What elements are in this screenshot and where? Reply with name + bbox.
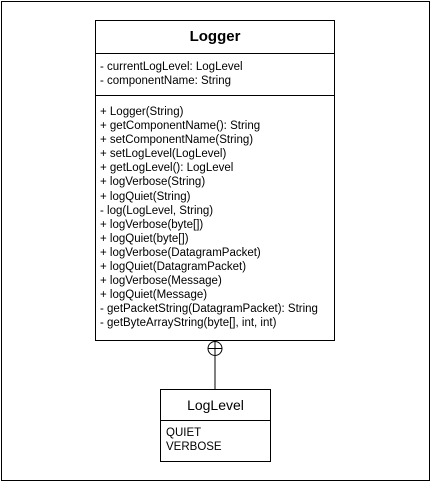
method-log-quiet-bytes: + logQuiet(byte[]) — [100, 232, 189, 245]
enum-value-quiet: QUIET — [166, 427, 202, 439]
method-get-byte-array-string: - getByteArrayString(byte[], int, int) — [100, 317, 277, 330]
loglevel-name: LogLevel — [187, 397, 244, 413]
logger-class-name: Logger — [189, 28, 241, 45]
method-log-verbose-message: + logVerbose(Message) — [100, 275, 222, 288]
method-set-component-name: + setComponentName(String) — [100, 134, 254, 147]
method-constructor: + Logger(String) — [100, 106, 184, 118]
method-get-packet-string: - getPacketString(DatagramPacket): Strin… — [100, 303, 318, 316]
attribute-current-log-level: - currentLogLevel: LogLevel — [100, 61, 243, 73]
method-log-quiet-string: + logQuiet(String) — [100, 190, 191, 203]
loglevel-values-section: QUIET VERBOSE — [161, 421, 270, 454]
method-log-verbose-string: + logVerbose(String) — [100, 176, 206, 189]
enum-value-verbose: VERBOSE — [166, 441, 222, 454]
method-get-component-name: + getComponentName(): String — [100, 120, 261, 133]
logger-class-name-section: Logger — [96, 21, 334, 54]
logger-attributes-section: - currentLogLevel: LogLevel - componentN… — [96, 54, 334, 96]
logger-class-box[interactable]: Logger - currentLogLevel: LogLevel - com… — [95, 20, 335, 341]
loglevel-enum-box[interactable]: LogLevel QUIET VERBOSE — [160, 389, 271, 462]
method-log: - log(LogLevel, String) — [100, 204, 214, 217]
loglevel-name-section: LogLevel — [161, 390, 270, 421]
attribute-component-name: - componentName: String — [100, 75, 232, 88]
method-log-verbose-packet: + logVerbose(DatagramPacket) — [100, 246, 261, 259]
method-set-log-level: + setLogLevel(LogLevel) — [100, 148, 227, 161]
method-log-verbose-bytes: + logVerbose(byte[]) — [100, 218, 204, 231]
method-log-quiet-packet: + logQuiet(DatagramPacket) — [100, 261, 247, 274]
logger-methods-section: + Logger(String) + getComponentName(): S… — [96, 96, 334, 331]
method-log-quiet-message: + logQuiet(Message) — [100, 289, 208, 302]
method-get-log-level: + getLogLevel(): LogLevel — [100, 162, 234, 175]
